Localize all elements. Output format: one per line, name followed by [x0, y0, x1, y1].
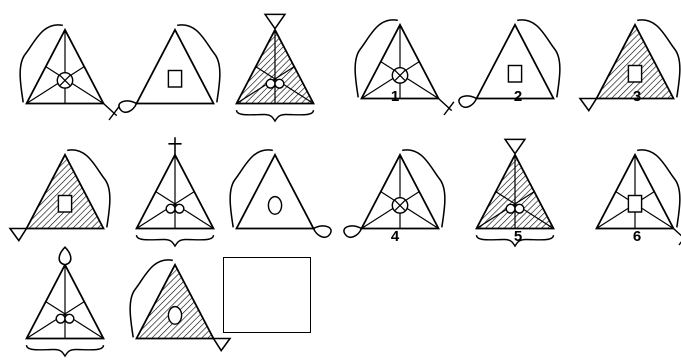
cross-tail-icon: [104, 104, 119, 121]
option-label-1: 1: [385, 88, 405, 105]
funnel-icon: [265, 14, 285, 28]
matrix-figure-8: [120, 245, 230, 355]
cross-icon: [168, 137, 181, 155]
oval-icon: [168, 307, 181, 325]
matrix-figure-3: [220, 10, 330, 120]
funnel-icon: [214, 339, 231, 351]
funnel-icon: [580, 99, 597, 111]
oval-icon: [268, 197, 281, 215]
circle-x-icon: [57, 73, 72, 88]
loop-icon: [459, 96, 477, 107]
matrix-figure-6: [220, 135, 330, 245]
square-icon: [628, 66, 641, 83]
triangle-shape: [237, 155, 314, 229]
triangle-figure: [237, 14, 314, 121]
loop-icon: [314, 226, 332, 237]
option-label-2: 2: [508, 88, 528, 105]
triangle-figure: [27, 247, 104, 356]
drop-icon: [59, 247, 71, 265]
funnel-icon: [10, 229, 27, 241]
triangle-figure: [344, 150, 445, 237]
matrix-figure-1: [10, 10, 120, 120]
option-label-6: 6: [627, 228, 647, 245]
cross-tail-icon: [674, 229, 681, 246]
option-label-4: 4: [385, 228, 405, 245]
triangle-figure: [20, 25, 119, 120]
missing-answer-box: [223, 257, 311, 333]
brace-icon: [237, 110, 314, 121]
triangle-shape: [137, 265, 214, 339]
triangle-shape: [27, 155, 104, 229]
square-icon: [628, 196, 641, 213]
triangle-figure: [119, 25, 220, 112]
option-label-3: 3: [627, 88, 647, 105]
triangle-figure: [230, 150, 331, 237]
circle-x-icon: [392, 198, 407, 213]
loop-icon: [344, 226, 362, 237]
matrix-figure-7: [10, 245, 120, 355]
cross-tail-icon: [439, 99, 454, 116]
funnel-icon: [505, 139, 525, 153]
option-label-5: 5: [508, 228, 528, 245]
square-icon: [58, 196, 71, 213]
triangle-figure: [130, 260, 230, 351]
triangle-figure: [10, 150, 110, 241]
triangle-figure: [137, 137, 214, 246]
triangle-shape: [137, 30, 214, 104]
loop-icon: [119, 101, 137, 112]
matrix-figure-5: [120, 135, 230, 245]
matrix-figure-2: [120, 10, 230, 120]
circle-x-icon: [392, 68, 407, 83]
matrix-figure-4: [10, 135, 120, 245]
brace-icon: [27, 345, 104, 356]
square-icon: [508, 66, 521, 83]
square-icon: [168, 71, 181, 88]
